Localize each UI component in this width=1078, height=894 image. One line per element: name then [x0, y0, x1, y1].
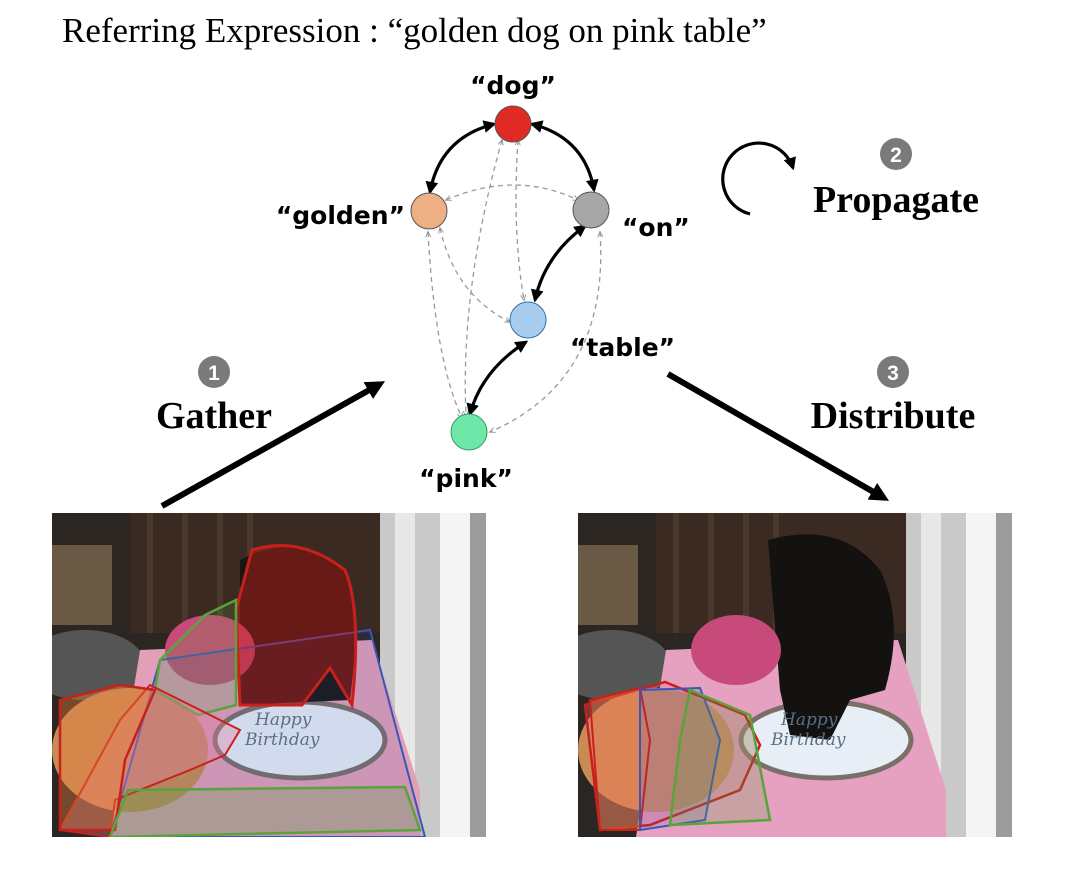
figure-title: Referring Expression : “golden dog on pi…	[62, 11, 767, 50]
edge-dog-pink-weak	[465, 140, 502, 416]
node-label-on: “on”	[622, 213, 690, 242]
step-gather: 1 Gather	[156, 356, 386, 509]
propagate-cycle-icon	[721, 141, 796, 216]
edge-on-pink-weak	[490, 232, 601, 432]
photo-left: Happy Birthday	[52, 513, 486, 837]
node-dog	[494, 105, 532, 143]
graph-nodes	[410, 105, 610, 451]
edge-golden-on-weak	[446, 184, 578, 200]
edge-dog-golden	[425, 120, 497, 195]
weak-edges	[428, 140, 601, 432]
mask-table-blue	[108, 628, 427, 837]
step-badge-2	[880, 138, 912, 170]
edge-dog-on	[529, 120, 599, 193]
mask-dog-red	[234, 544, 358, 710]
step-badge-1	[198, 356, 230, 388]
node-table	[509, 301, 547, 339]
step-number-3: 3	[887, 362, 899, 385]
node-label-dog: “dog”	[470, 71, 556, 100]
edge-golden-pink-weak	[428, 232, 462, 418]
edge-table-pink	[466, 340, 529, 417]
mask-pink-green-r	[668, 688, 772, 827]
step-label-gather: Gather	[156, 395, 272, 437]
mask-golden-orange-r	[588, 686, 652, 831]
distribute-arrow	[666, 371, 889, 501]
step-label-propagate: Propagate	[813, 179, 979, 221]
gather-arrow	[160, 381, 386, 509]
step-distribute: 3 Distribute	[666, 356, 976, 501]
step-number-2: 2	[890, 144, 902, 167]
node-pink	[450, 413, 488, 451]
step-propagate: 2 Propagate	[721, 138, 979, 221]
node-on	[572, 191, 610, 229]
node-label-pink: “pink”	[419, 464, 513, 493]
mask-golden-orange	[58, 683, 157, 832]
step-badge-3	[877, 356, 909, 388]
cake-text-left-2: Birthday	[244, 730, 320, 750]
cake-text-right-1: Happy	[780, 710, 838, 730]
node-golden	[410, 192, 448, 230]
photo-right: Happy Birthday	[578, 513, 1012, 837]
step-label-distribute: Distribute	[811, 395, 976, 437]
cake-text-left-1: Happy	[254, 710, 312, 730]
cake-text-right-2: Birthday	[770, 730, 846, 750]
mask-golden-pink	[58, 683, 242, 837]
edge-dog-table-weak	[516, 140, 524, 300]
edge-on-table	[530, 224, 588, 303]
black-dog	[768, 534, 894, 740]
node-label-table: “table”	[570, 333, 675, 362]
mask-table-green	[108, 785, 422, 837]
node-label-golden: “golden”	[276, 201, 405, 230]
mask-table-blue-r	[639, 686, 722, 832]
strong-edges	[425, 120, 599, 417]
edge-golden-table-weak	[440, 228, 510, 322]
step-number-1: 1	[208, 362, 220, 385]
